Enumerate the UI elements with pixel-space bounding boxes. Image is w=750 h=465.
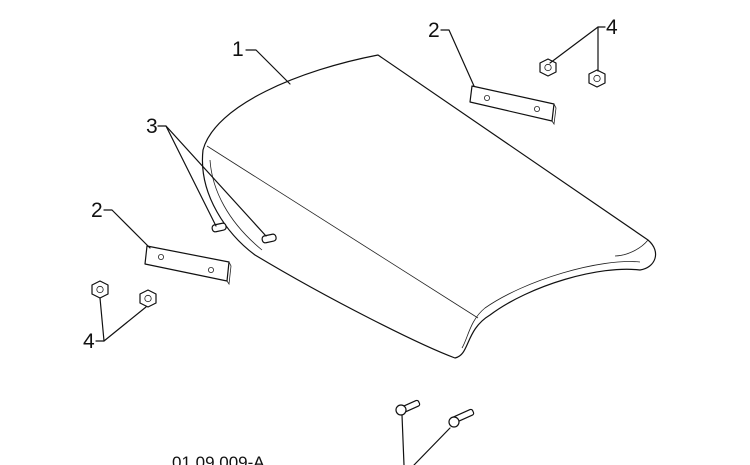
cover-part — [201, 54, 657, 359]
callout-2-left: 2 — [91, 199, 103, 222]
callout-4-top: 4 — [606, 16, 618, 39]
reference-code: 01 09 009-A — [172, 453, 265, 465]
screw-right — [448, 408, 475, 428]
nut-top-right — [588, 69, 606, 88]
pin-left — [211, 222, 227, 233]
leader-lines — [95, 26, 606, 465]
callout-1: 1 — [232, 38, 244, 61]
callout-2-top: 2 — [428, 19, 440, 42]
callout-3: 3 — [146, 115, 158, 138]
nut-top-left — [539, 58, 557, 77]
plate-left — [144, 245, 232, 286]
callout-4-bottom: 4 — [83, 330, 95, 353]
plate-top — [469, 85, 557, 126]
nut-bottom-lower — [139, 289, 157, 308]
nut-bottom-upper — [91, 280, 109, 299]
screw-left — [395, 399, 421, 416]
